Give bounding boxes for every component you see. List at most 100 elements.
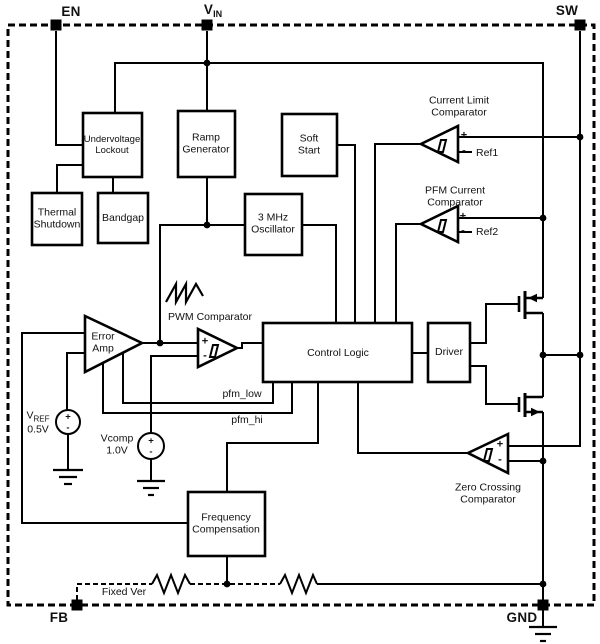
pin-label-fb: FB xyxy=(49,610,69,626)
pin-gnd xyxy=(537,599,549,611)
block-label-thermal-shutdown: Thermal Shutdown xyxy=(33,206,81,231)
pin-sw xyxy=(574,19,586,31)
pfm-hi-label: pfm_hi xyxy=(231,413,263,426)
wire-sw xyxy=(508,31,581,447)
vcomp-value: 1.0V xyxy=(106,445,128,457)
ground-symbol-vcomp xyxy=(137,479,165,497)
vref-base: V xyxy=(26,409,34,422)
vcomp-plus-mark: + xyxy=(148,435,154,447)
wire-driver-pmos-gate xyxy=(470,303,519,344)
vcomp-minus-mark: - xyxy=(149,446,153,458)
hysteresis-icon xyxy=(482,448,494,462)
wire-pfm-low xyxy=(122,352,274,404)
wire-logic-freqcomp xyxy=(226,382,319,492)
hysteresis-icon xyxy=(436,219,448,233)
pfm-low-label: pfm_low xyxy=(222,387,262,400)
junction-dot xyxy=(539,457,547,465)
current-limit-minus-mark: - xyxy=(462,144,466,157)
vin-base: V xyxy=(203,2,214,18)
block-oscillator xyxy=(243,192,304,257)
current-limit-plus-mark: + xyxy=(460,129,468,142)
pin-vin xyxy=(201,19,213,31)
block-label-ramp-generator: Ramp Generator xyxy=(182,131,230,156)
pin-label-en: EN xyxy=(61,4,81,20)
pins xyxy=(50,19,586,611)
pin-label-gnd: GND xyxy=(506,610,538,626)
pin-en xyxy=(50,19,62,31)
ref1-label: Ref1 xyxy=(476,146,499,159)
pin-label-sw: SW xyxy=(555,3,579,19)
wire-feedback-input xyxy=(21,332,188,524)
wire-zerocross-out xyxy=(357,382,468,454)
wire-driver-nmos-gate xyxy=(470,365,519,405)
pwm-comparator-label: PWM Comparator xyxy=(167,310,253,323)
wire-osc-out xyxy=(302,224,337,323)
wire-fb-dashed-1 xyxy=(76,583,152,600)
resistor-r1 xyxy=(151,572,191,596)
pmos-transistor xyxy=(517,291,543,319)
vcomp-name: Vcomp xyxy=(100,432,134,445)
zero-crossing-comparator-label: Zero Crossing Comparator xyxy=(455,481,521,506)
block-label-soft-start: Soft Start xyxy=(297,132,321,157)
hysteresis-icon xyxy=(208,344,220,358)
pwm-plus-mark: + xyxy=(201,335,209,348)
junction-dot xyxy=(539,580,547,588)
ground-symbol-vref xyxy=(53,468,83,486)
vref-source-circle xyxy=(55,409,81,435)
vref-value: 0.5V xyxy=(27,424,49,437)
block-label-control-logic: Control Logic xyxy=(307,346,369,359)
pin-label-vin: VIN xyxy=(204,2,222,20)
pin-fb xyxy=(71,599,83,611)
junction-dot xyxy=(539,214,547,222)
wire-vref-input xyxy=(66,352,85,410)
wire-vcomp-input xyxy=(150,355,198,433)
block-undervoltage-lockout xyxy=(81,111,144,179)
zero-crossing-minus-mark: - xyxy=(498,453,502,466)
wire-uvl-thermal xyxy=(56,164,83,193)
block-label-bandgap: Bandgap xyxy=(101,211,145,224)
wire-en xyxy=(55,31,83,146)
wire-pfm-hi xyxy=(102,362,293,414)
vref-plus-mark: + xyxy=(65,411,71,423)
wire-pfm-out xyxy=(395,223,421,323)
block-frequency-compensation xyxy=(186,490,267,558)
pmos-arrow-icon xyxy=(528,293,537,303)
block-control-logic xyxy=(261,321,414,384)
wire-currentlimit-out xyxy=(374,143,421,323)
wire-pwm-out xyxy=(237,342,263,349)
wires xyxy=(21,31,581,627)
junction-dot xyxy=(576,133,584,141)
junction-dot xyxy=(576,351,584,359)
fixed-ver-label: Fixed Ver xyxy=(101,585,147,598)
error-amp-triangle xyxy=(83,313,145,375)
junction-dot xyxy=(156,339,164,347)
wire-vin-rail xyxy=(114,62,544,298)
block-label-driver: Driver xyxy=(435,345,463,358)
vin-subscript: IN xyxy=(213,9,223,20)
block-soft-start xyxy=(280,112,339,178)
nmos-transistor xyxy=(517,393,543,417)
block-label-frequency-compensation: Frequency Compensation xyxy=(192,511,260,536)
pfm-plus-mark: + xyxy=(459,210,467,223)
ref2-label: Ref2 xyxy=(476,225,499,238)
current-limit-comparator-label: Current Limit Comparator xyxy=(428,94,490,119)
junction-dot xyxy=(539,351,547,359)
zero-crossing-plus-mark: + xyxy=(496,438,504,451)
block-label-undervoltage-lockout: Undervoltage Lockout xyxy=(83,133,141,156)
wire-ramp-rail xyxy=(159,224,245,343)
vref-minus-mark: - xyxy=(66,422,70,434)
vcomp-source-circle xyxy=(137,432,165,460)
wire-softstart-out xyxy=(337,144,356,323)
junction-dots xyxy=(156,59,584,588)
error-amp-label: Error Amp xyxy=(91,330,115,355)
block-thermal-shutdown xyxy=(30,191,84,247)
ground-symbol-gnd xyxy=(529,625,557,643)
pfm-current-comparator-label: PFM Current Comparator xyxy=(424,184,486,209)
junction-dot xyxy=(203,59,211,67)
vref-subscript: REF xyxy=(33,414,50,424)
ic-boundary xyxy=(6,23,596,607)
